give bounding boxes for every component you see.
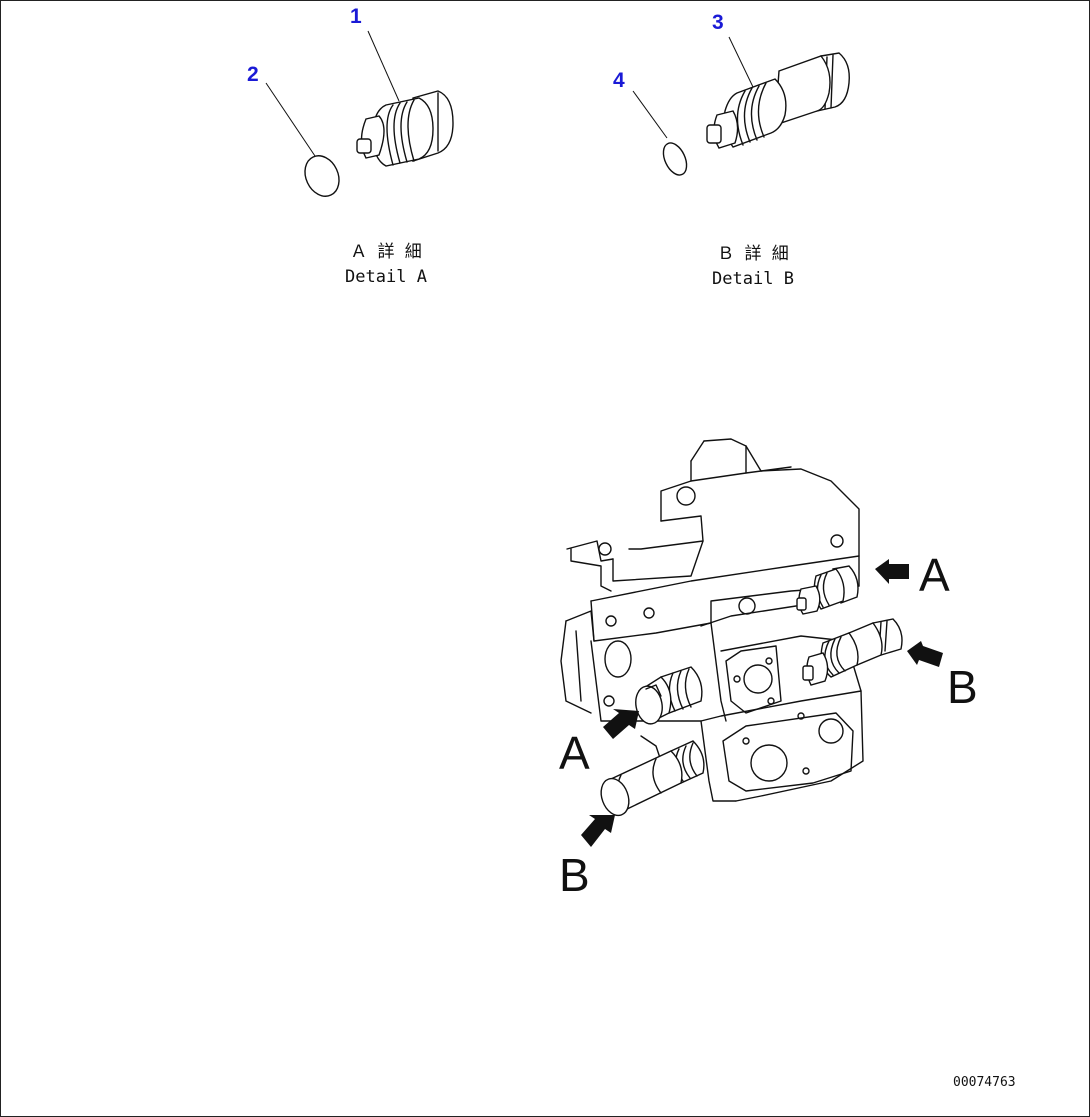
callout-4: 4	[613, 69, 625, 92]
view-letter-b-right: B	[947, 661, 978, 713]
view-letter-b-left: B	[559, 849, 590, 901]
detail-a-group: 1 2 Ａ 詳 細 Detail A	[247, 5, 454, 287]
leader-line-2	[265, 82, 316, 157]
relief-valve-part-3	[706, 52, 850, 149]
detail-b-caption-jp: Ｂ 詳 細	[717, 244, 788, 264]
valve-b-bottom	[600, 740, 705, 817]
leader-line-1	[367, 30, 400, 102]
drawing-code: 00074763	[953, 1075, 1016, 1090]
detail-b-caption-en: Detail B	[712, 269, 794, 289]
callout-3: 3	[712, 11, 724, 34]
valve-a-top	[796, 565, 859, 615]
view-letter-a-left: A	[559, 727, 590, 779]
view-arrow-a-right: A	[875, 549, 950, 601]
view-letter-a-right: A	[919, 549, 950, 601]
detail-b-group: 3 4 Ｂ 詳 細 Detail B	[613, 11, 850, 289]
control-valve-assembly	[560, 438, 903, 817]
callout-1: 1	[350, 5, 362, 28]
valve-b-top	[802, 618, 903, 686]
view-arrow-b-right: B	[907, 641, 978, 713]
detail-a-caption-en: Detail A	[345, 267, 427, 287]
leader-line-4	[632, 90, 668, 139]
view-arrow-b-left: B	[559, 815, 615, 901]
view-arrow-a-left: A	[559, 709, 639, 779]
leader-line-3	[728, 36, 754, 88]
plug-part-1	[356, 90, 454, 167]
o-ring-part-2	[304, 155, 340, 197]
valve-a-bottom	[635, 666, 703, 725]
o-ring-part-4	[662, 142, 688, 176]
detail-a-caption-jp: Ａ 詳 細	[350, 242, 421, 262]
callout-2: 2	[247, 63, 259, 86]
